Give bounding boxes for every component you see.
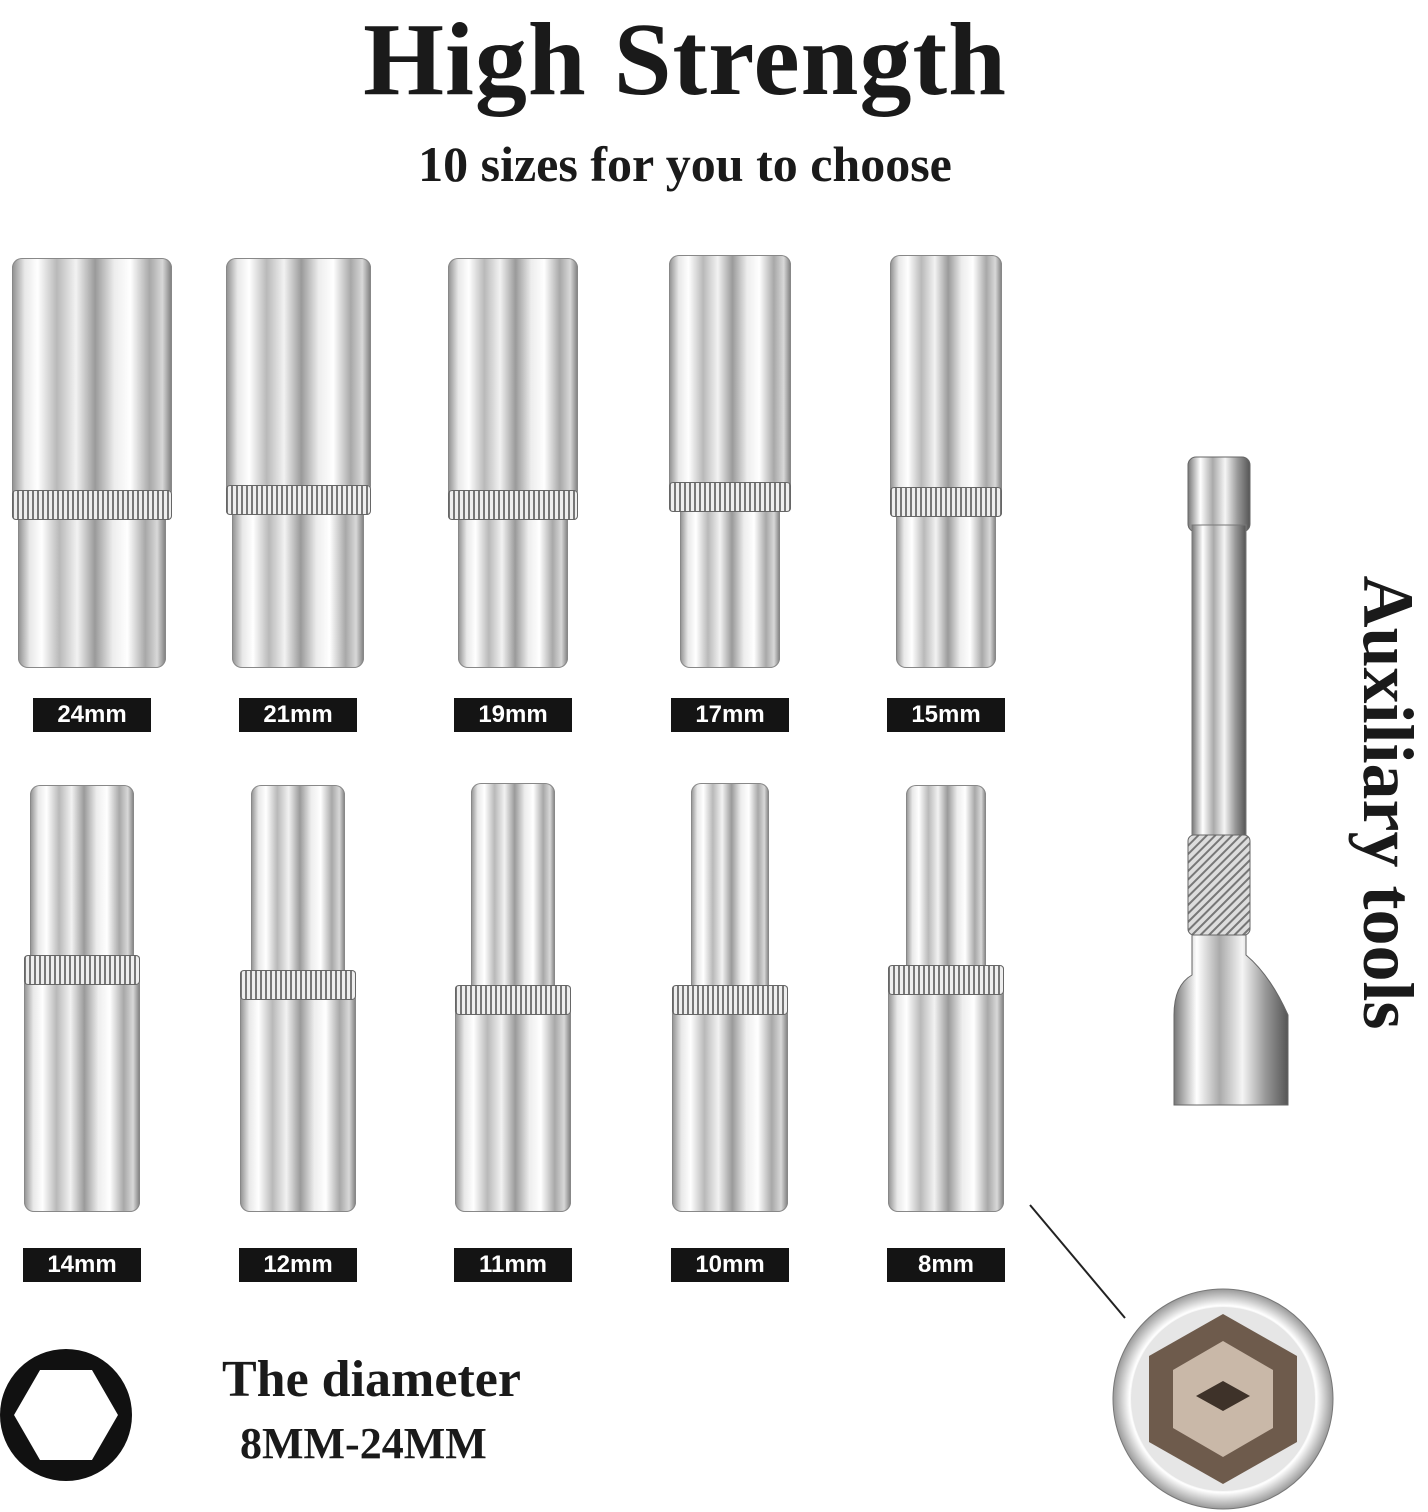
socket-knurled-ring: [24, 955, 140, 985]
socket-upper-body: [471, 783, 555, 995]
socket-upper-body: [12, 258, 172, 500]
socket-upper-body: [448, 258, 578, 500]
socket-lower-body: [455, 1005, 571, 1212]
socket-lower-body: [232, 505, 364, 668]
socket-knurled-ring: [669, 482, 791, 512]
size-label: 12mm: [239, 1248, 357, 1282]
auxiliary-tools-text: Auxiliary tools: [1348, 575, 1428, 1030]
socket-upper-body: [906, 785, 986, 975]
socket-upper-body: [30, 785, 134, 965]
socket-lower-body: [24, 975, 140, 1212]
socket-knurled-ring: [240, 970, 356, 1000]
size-label: 19mm: [454, 698, 572, 732]
socket-knurled-ring: [672, 985, 788, 1015]
size-label: 24mm: [33, 698, 151, 732]
socket-lower-body: [18, 510, 166, 668]
socket-knurled-ring: [888, 965, 1004, 995]
size-label: 17mm: [671, 698, 789, 732]
size-label: 8mm: [887, 1248, 1005, 1282]
size-label: 21mm: [239, 698, 357, 732]
size-label: 11mm: [454, 1248, 572, 1282]
socket-upper-body: [691, 783, 769, 995]
socket-knurled-ring: [448, 490, 578, 520]
socket-knurled-ring: [890, 487, 1002, 517]
subheadline: 10 sizes for you to choose: [418, 136, 952, 192]
socket-lower-body: [896, 507, 996, 668]
size-label: 14mm: [23, 1248, 141, 1282]
auxiliary-tools-label: Auxiliary tools: [1348, 530, 1428, 1075]
socket-upper-body: [225, 258, 371, 495]
size-label: 15mm: [887, 698, 1005, 732]
socket-knurled-ring: [12, 490, 172, 520]
hexagon-icon: [0, 1349, 132, 1481]
socket-closeup-image: [1112, 1288, 1334, 1510]
socket-knurled-ring: [225, 485, 371, 515]
diameter-range: 8MM-24MM: [240, 1419, 487, 1468]
extension-bar-image: [1173, 456, 1289, 1106]
socket-lower-body: [888, 985, 1004, 1212]
socket-lower-body: [240, 990, 356, 1212]
socket-lower-body: [672, 1005, 788, 1212]
diameter-label: The diameter: [222, 1351, 521, 1408]
socket-upper-body: [890, 255, 1002, 497]
socket-lower-body: [458, 510, 568, 668]
socket-upper-body: [251, 785, 345, 980]
socket-knurled-ring: [455, 985, 571, 1015]
headline: High Strength: [363, 2, 1007, 117]
socket-lower-body: [680, 502, 780, 668]
size-label: 10mm: [671, 1248, 789, 1282]
socket-upper-body: [669, 255, 791, 492]
